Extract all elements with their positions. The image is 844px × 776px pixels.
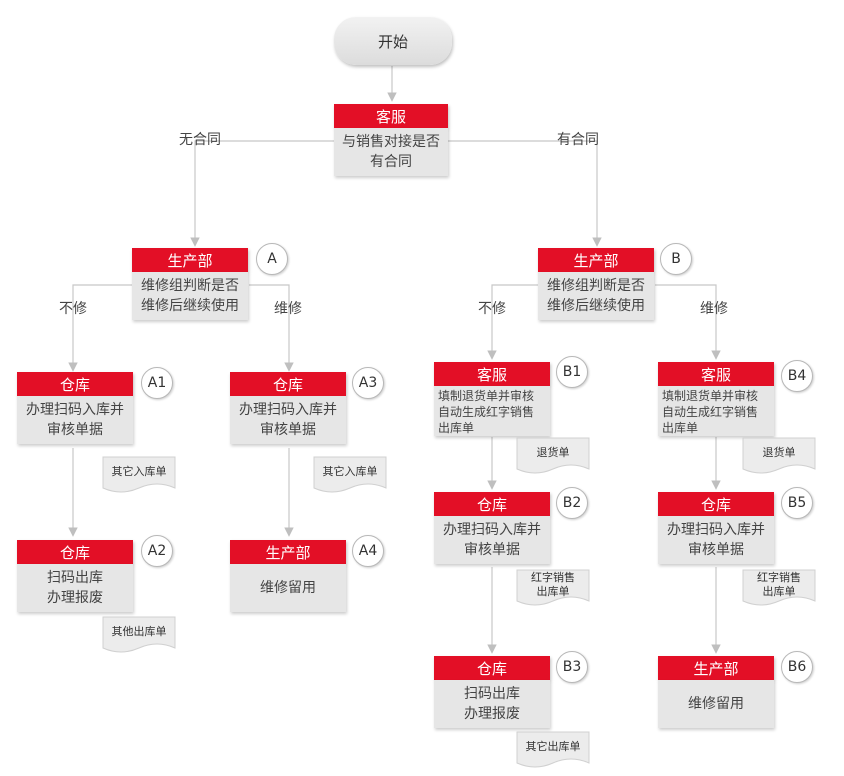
node-a2-badge: A2 xyxy=(141,535,173,567)
node-a4-body: 维修留用 xyxy=(230,564,346,612)
doc-b3-label: 其它出库单 xyxy=(525,740,581,753)
doc-a3: 其它入库单 xyxy=(313,456,387,496)
node-b1-badge: B1 xyxy=(556,356,588,388)
node-b-body: 维修组判断是否 维修后继续使用 xyxy=(538,272,654,320)
node-b6-body: 维修留用 xyxy=(658,680,774,728)
node-b4-body: 填制退货单并审核 自动生成红字销售 出库单 xyxy=(658,386,774,436)
node-a4-badge: A4 xyxy=(352,535,384,567)
node-b4-header: 客服 xyxy=(658,362,774,386)
doc-b2: 红字销售 出库单 xyxy=(516,569,590,609)
node-a1-body: 办理扫码入库并 审核单据 xyxy=(17,396,133,444)
start-node: 开始 xyxy=(334,17,452,65)
label-a-no-repair: 不修 xyxy=(59,301,87,317)
node-b2-badge: B2 xyxy=(556,487,588,519)
node-b1-body: 填制退货单并审核 自动生成红字销售 出库单 xyxy=(434,386,550,436)
node-b4-badge: B4 xyxy=(781,360,813,392)
node-b3-body: 扫码出库 办理报废 xyxy=(434,680,550,728)
node-b5-badge: B5 xyxy=(781,487,813,519)
doc-b2-label: 红字销售 出库单 xyxy=(531,571,575,598)
node-a2-header: 仓库 xyxy=(17,540,133,564)
node-b2-body: 办理扫码入库并 审核单据 xyxy=(434,516,550,564)
node-b-header: 生产部 xyxy=(538,248,654,272)
node-b1-header: 客服 xyxy=(434,362,550,386)
label-a-repair: 维修 xyxy=(274,301,302,317)
doc-a1: 其它入库单 xyxy=(102,456,176,496)
node-b6-header: 生产部 xyxy=(658,656,774,680)
doc-b5-label: 红字销售 出库单 xyxy=(757,571,801,598)
doc-b1: 退货单 xyxy=(516,437,590,477)
top-node-header: 客服 xyxy=(334,104,448,128)
node-b3-header: 仓库 xyxy=(434,656,550,680)
node-a1-header: 仓库 xyxy=(17,372,133,396)
node-a3-badge: A3 xyxy=(352,367,384,399)
node-b3-badge: B3 xyxy=(556,651,588,683)
node-b6-badge: B6 xyxy=(781,651,813,683)
node-b5-header: 仓库 xyxy=(658,492,774,516)
doc-a3-label: 其它入库单 xyxy=(322,465,378,478)
node-b5-body: 办理扫码入库并 审核单据 xyxy=(658,516,774,564)
node-a1-badge: A1 xyxy=(141,367,173,399)
doc-b5: 红字销售 出库单 xyxy=(742,569,816,609)
doc-a1-label: 其它入库单 xyxy=(111,465,167,478)
node-a-header: 生产部 xyxy=(132,248,248,272)
label-b-no-repair: 不修 xyxy=(478,301,506,317)
top-node-body: 与销售对接是否 有合同 xyxy=(334,128,448,176)
node-a4-header: 生产部 xyxy=(230,540,346,564)
node-a3-body: 办理扫码入库并 审核单据 xyxy=(230,396,346,444)
node-b2-header: 仓库 xyxy=(434,492,550,516)
node-a3-header: 仓库 xyxy=(230,372,346,396)
doc-b4: 退货单 xyxy=(742,437,816,477)
doc-b4-label: 退货单 xyxy=(762,446,796,459)
doc-b3: 其它出库单 xyxy=(516,731,590,771)
label-has-contract: 有合同 xyxy=(557,132,599,148)
label-b-repair: 维修 xyxy=(700,301,728,317)
node-a-body: 维修组判断是否 维修后继续使用 xyxy=(132,272,248,320)
node-a2-body: 扫码出库 办理报废 xyxy=(17,564,133,612)
node-b-badge: B xyxy=(660,243,692,275)
doc-a2: 其他出库单 xyxy=(102,616,176,656)
doc-a2-label: 其他出库单 xyxy=(111,625,167,638)
label-no-contract: 无合同 xyxy=(179,132,221,148)
node-a-badge: A xyxy=(256,243,288,275)
doc-b1-label: 退货单 xyxy=(536,446,570,459)
